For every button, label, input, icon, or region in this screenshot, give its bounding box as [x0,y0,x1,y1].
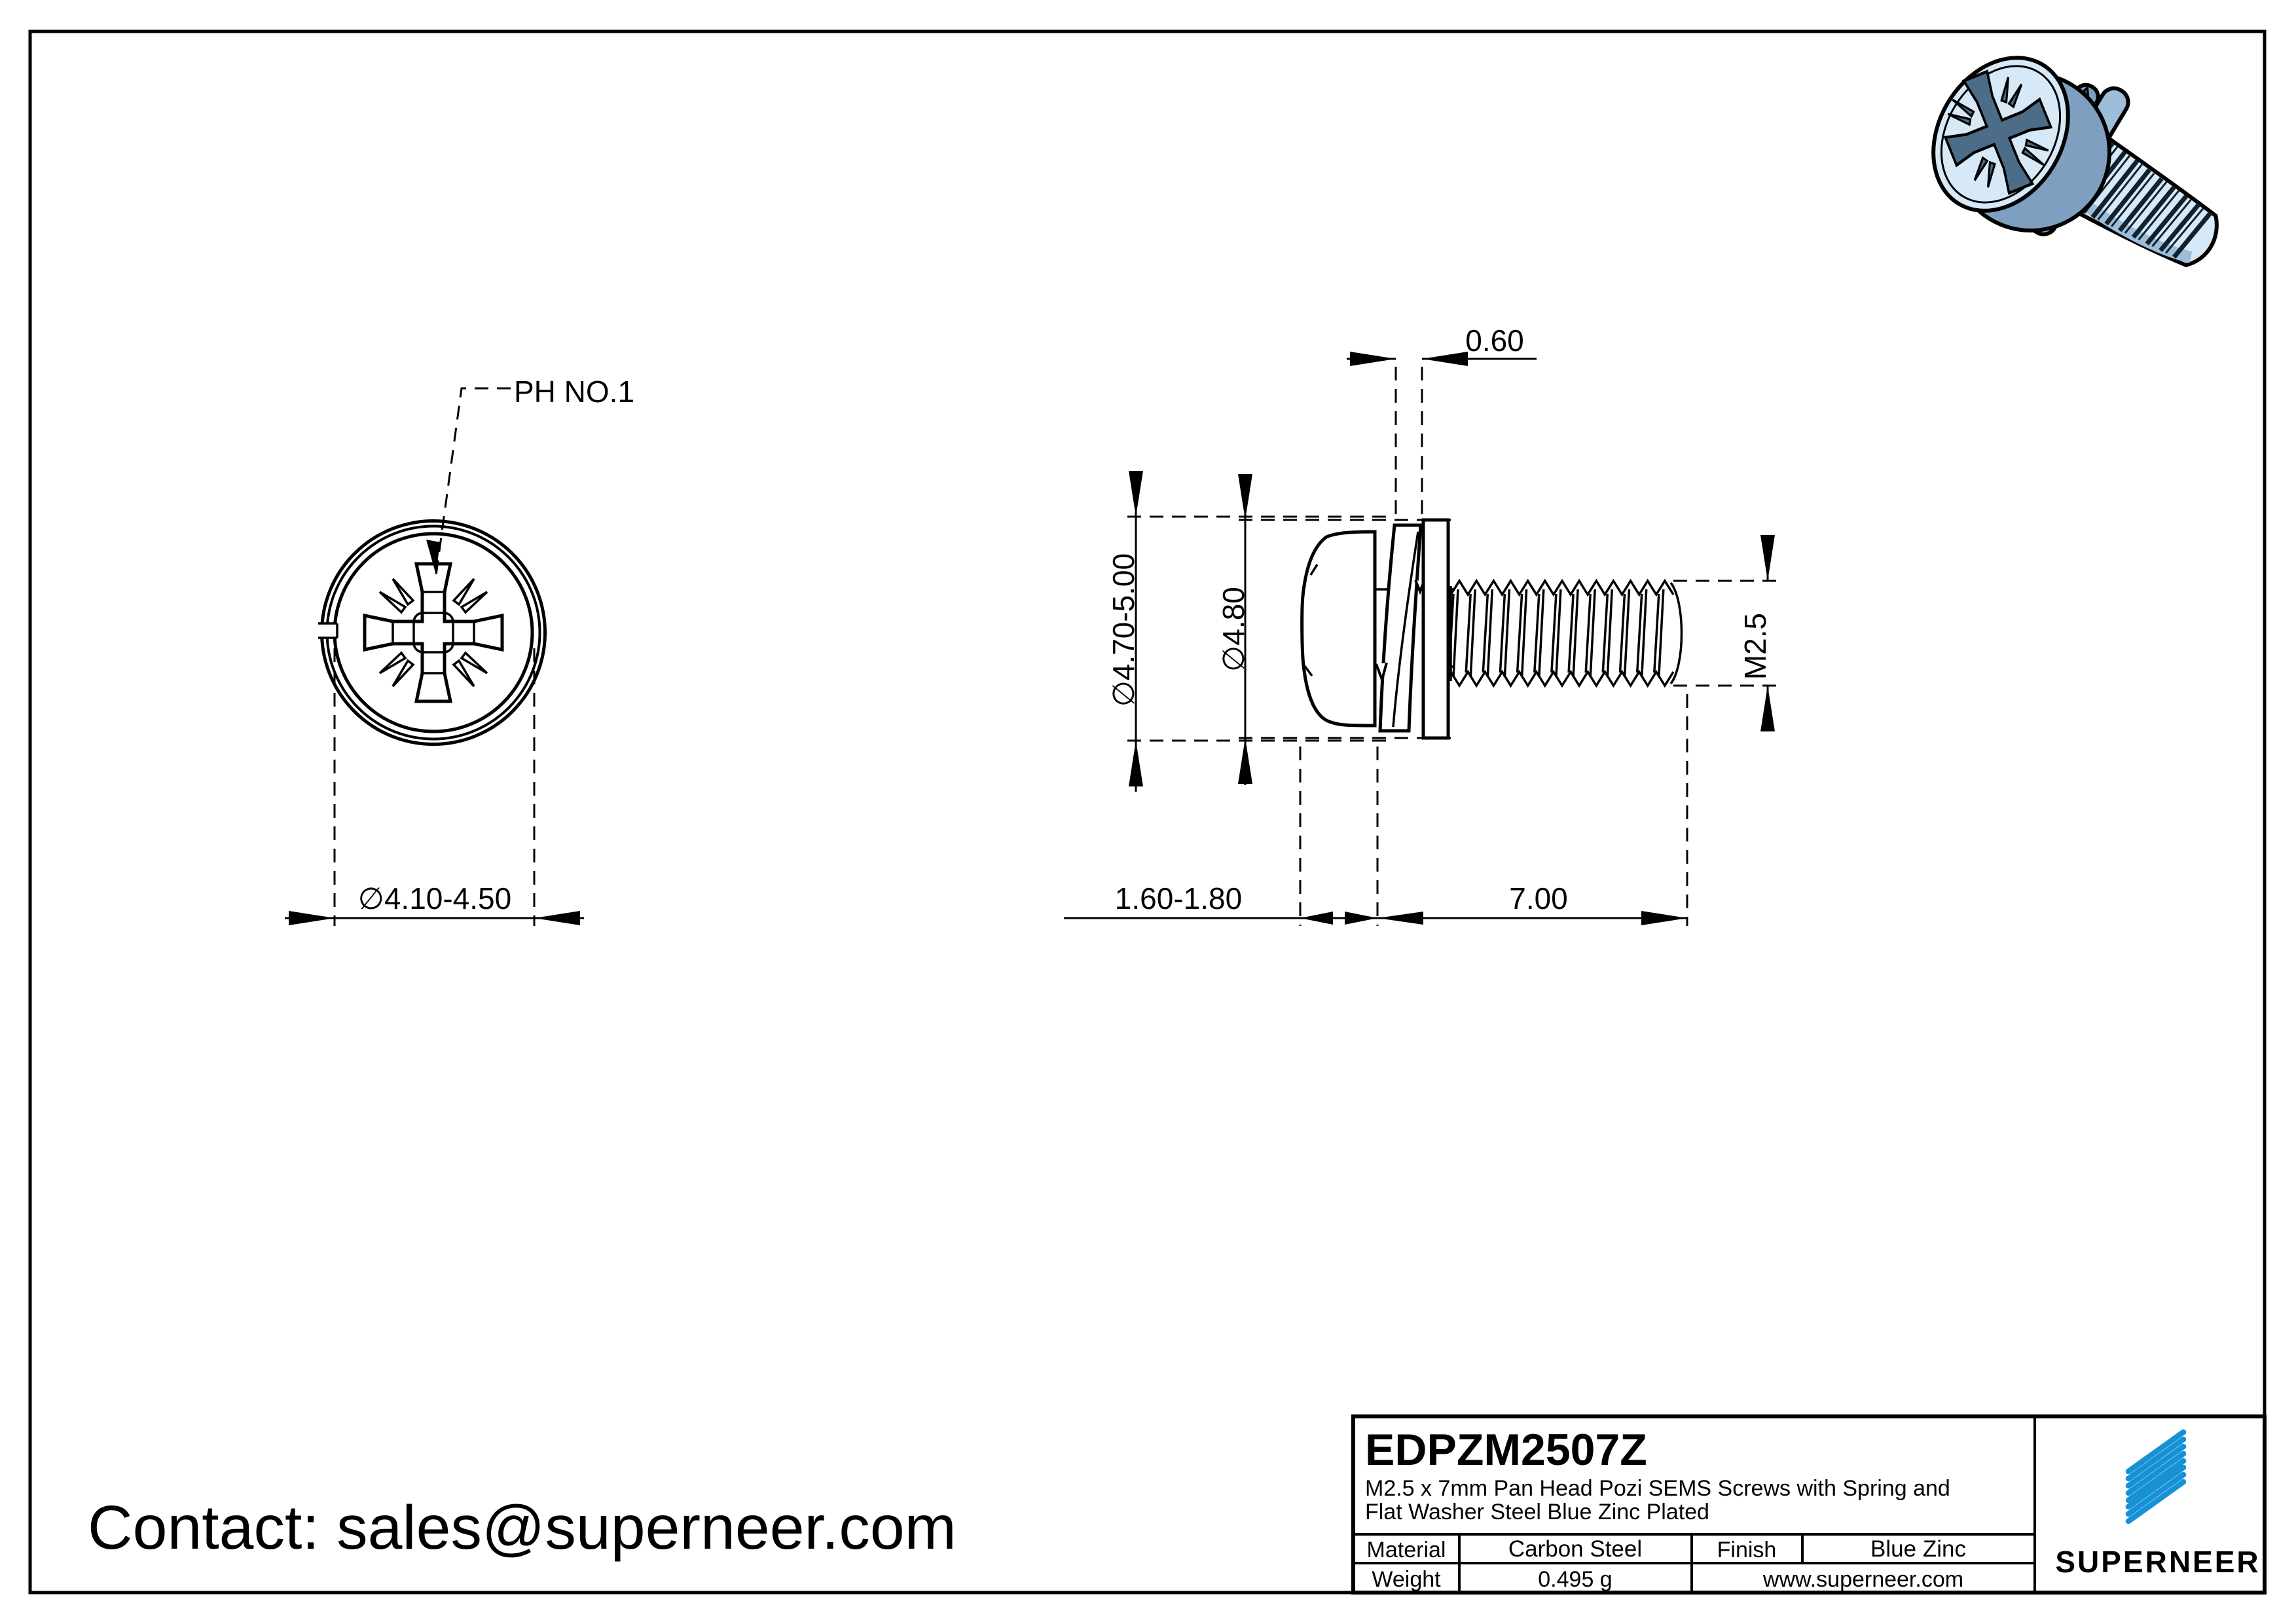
pan-head [1300,530,1377,728]
thread-dia-extensions [1673,580,1779,687]
pozi-wing-marks [378,578,488,688]
website-link[interactable]: www.superneer.com [1762,1567,1963,1592]
head-diameter-label: ∅4.70-5.00 [1106,553,1140,707]
material-label: Material [1367,1538,1446,1562]
finish-label: Finish [1717,1538,1777,1562]
description-line2: Flat Washer Steel Blue Zinc Plated [1365,1500,1709,1524]
side-view: 0.60 ∅4.70-5.00 ∅4.80 M2.5 1.60-1.80 7.0… [1064,323,1779,926]
ph-leader-arrow [426,540,440,575]
pozi-recess [363,562,504,703]
flat-washer [1421,518,1450,740]
washer-split-notch [318,622,338,639]
pozi-recess-3d [1943,69,2053,195]
brand-logo-icon [2125,1429,2187,1524]
ph-leader-line [435,387,511,576]
length-extensions [1299,694,1688,926]
product-3d-image [1931,56,2219,268]
threaded-shank [1448,578,1683,688]
head-height-label: 1.60-1.80 [1115,881,1242,915]
weight-value: 0.495 g [1538,1567,1612,1592]
finish-value: Blue Zinc [1870,1536,1966,1562]
flat-washer-diameter-label: ∅4.80 [1216,587,1250,672]
dim-arrow [289,911,335,925]
contact-line: Contact: sales@superneer.com [88,1493,957,1562]
material-value: Carbon Steel [1508,1536,1642,1562]
washer-dia-extensions [1239,519,1451,739]
thread-length-label: 7.00 [1509,881,1568,915]
description-line1: M2.5 x 7mm Pan Head Pozi SEMS Screws wit… [1365,1476,1950,1501]
thread-spec-label: M2.5 [1738,613,1772,680]
title-block: EDPZM2507Z M2.5 x 7mm Pan Head Pozi SEMS… [1351,1414,2267,1595]
brand-name: SUPERNEER [2055,1545,2260,1579]
pozi-cross [363,562,504,703]
dim-arrow [534,911,580,925]
front-diameter-label: ∅4.10-4.50 [358,881,511,915]
thread-tip [1669,581,1683,685]
front-view: PH NO.1 ∅4.10-4.50 [285,375,634,926]
thickness-extensions [1394,367,1423,523]
washer-thickness-label: 0.60 [1465,323,1524,358]
ph-drive-label: PH NO.1 [514,375,634,409]
page-border [28,29,2267,1595]
head-profile-marks [1303,564,1319,677]
spring-washer [1375,523,1425,733]
front-dim-extensions [333,648,536,926]
title-block-border [1351,1414,2267,1595]
weight-label: Weight [1372,1567,1441,1592]
part-number: EDPZM2507Z [1365,1425,1647,1475]
